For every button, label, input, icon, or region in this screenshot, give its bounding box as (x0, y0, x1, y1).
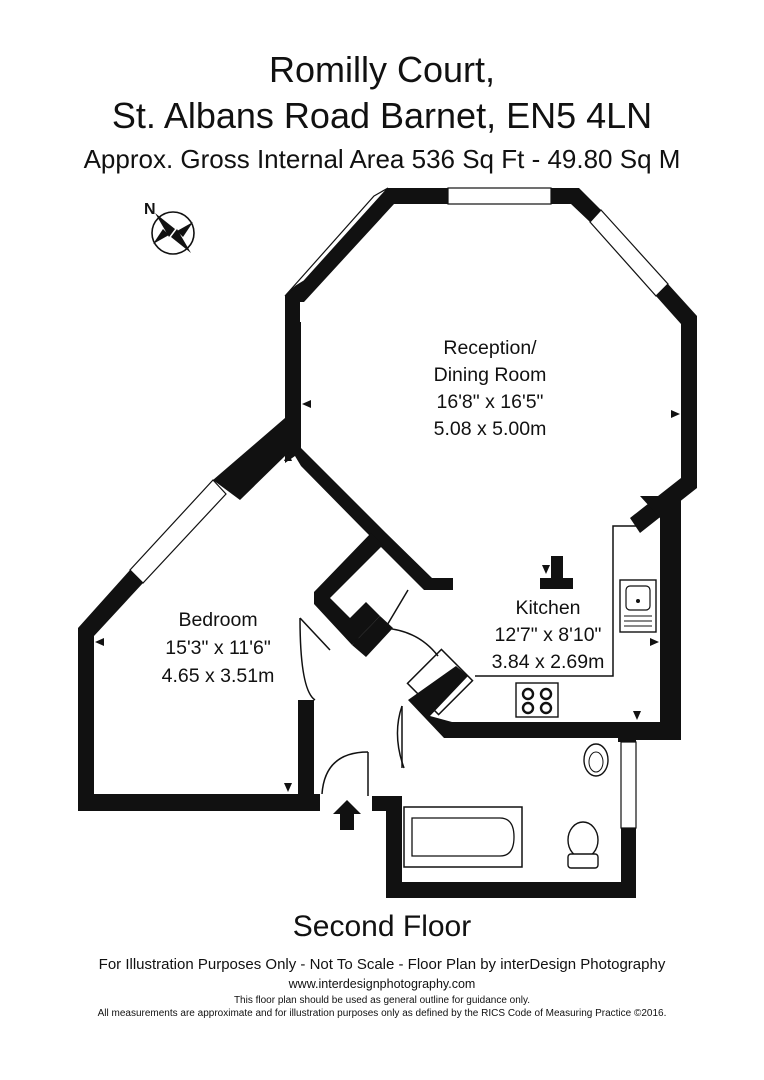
dimension-markers (95, 400, 680, 792)
bedroom-walls (78, 418, 320, 811)
property-name: Romilly Court, (268, 49, 496, 90)
kitchen-name: Kitchen (515, 597, 580, 619)
reception-size-metric: 5.08 x 5.00m (434, 418, 547, 440)
kitchen-size-metric: 3.84 x 2.69m (492, 651, 605, 673)
kitchen-sink-icon (619, 579, 657, 633)
floor-label: Second Floor (292, 910, 472, 943)
bathroom-door-swing (396, 705, 405, 769)
reception-size-imperial: 16'8" x 16'5" (437, 391, 544, 413)
compass-icon: N (144, 201, 195, 255)
property-address: St. Albans Road Barnet, EN5 4LN (111, 95, 653, 136)
toilet-icon (567, 821, 599, 869)
kitchen-label: Kitchen 12'7" x 8'10" 3.84 x 2.69m (492, 597, 605, 673)
hall-cupboard-walls (299, 533, 439, 701)
bedroom-name: Bedroom (178, 609, 257, 631)
basin-icon (583, 743, 609, 777)
entrance-arrow-icon (333, 800, 361, 830)
bedroom-door-swing (299, 617, 316, 701)
reception-walls (284, 187, 697, 590)
hob-icon (515, 682, 559, 718)
bedroom-label: Bedroom 15'3" x 11'6" 4.65 x 3.51m (162, 609, 275, 687)
cupboard-door-swing (382, 627, 439, 657)
bathroom-window (620, 741, 637, 829)
bedroom-size-imperial: 15'3" x 11'6" (165, 637, 271, 659)
bath-icon (403, 806, 523, 868)
disclaimer-guidance: This floor plan should be used as genera… (233, 995, 531, 1006)
compass-north-label: N (144, 201, 156, 218)
kitchen-size-imperial: 12'7" x 8'10" (495, 624, 602, 646)
reception-name-2: Dining Room (434, 364, 547, 386)
reception-name-1: Reception/ (443, 337, 537, 359)
bathroom-walls (372, 705, 637, 898)
website-link[interactable]: www.interdesignphotography.com (288, 977, 476, 991)
reception-window-top (447, 187, 552, 205)
kitchen-walls (406, 496, 681, 740)
bedroom-window (129, 479, 227, 584)
gross-internal-area: Approx. Gross Internal Area 536 Sq Ft - … (83, 144, 681, 174)
entrance-door (321, 751, 369, 830)
bedroom-size-metric: 4.65 x 3.51m (162, 665, 275, 687)
reception-label: Reception/ Dining Room 16'8" x 16'5" 5.0… (434, 337, 547, 440)
reception-window-left (284, 187, 389, 297)
credit-line: For Illustration Purposes Only - Not To … (98, 956, 666, 973)
disclaimer-rics: All measurements are approximate and for… (97, 1008, 667, 1019)
reception-window-right (589, 209, 669, 297)
